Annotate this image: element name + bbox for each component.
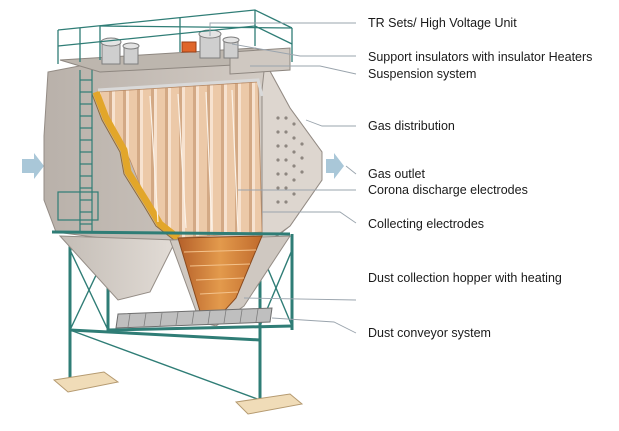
casing-right-side [261, 60, 323, 247]
foundation-pad-left [52, 371, 120, 393]
leader-tr-sets [209, 22, 356, 36]
cut-edge [91, 93, 175, 241]
label-gas-outlet: Gas outlet [368, 167, 425, 181]
hopper-heating-coils [183, 249, 257, 295]
gas-outlet-arrow [326, 153, 344, 179]
left-hopper [58, 235, 177, 301]
roof-box [229, 47, 291, 75]
leader-hopper [243, 297, 357, 301]
label-tr-sets: TR Sets/ High Voltage Unit [368, 16, 517, 30]
casing-insulation-layer [92, 90, 181, 241]
leader-gas-distribution [305, 119, 356, 127]
leader-suspension [250, 65, 357, 75]
ladder-platform [57, 191, 99, 221]
leader-conveyor [271, 317, 357, 334]
dust-conveyor [115, 307, 273, 329]
leader-gas-outlet [345, 165, 357, 175]
top-handrail [57, 9, 293, 64]
conveyor-grating [127, 308, 259, 328]
leader-collecting [262, 211, 357, 224]
access-ladder [79, 70, 93, 232]
label-collecting-electrodes: Collecting electrodes [368, 217, 485, 231]
label-dust-collection-hopper: Dust collection hopper with heating [368, 271, 562, 285]
label-gas-distribution: Gas distribution [368, 119, 455, 133]
label-support-insulators: Support insulators with insulator Heater… [368, 50, 593, 64]
leader-support-insulators [231, 43, 356, 57]
gas-outlet-perforations [276, 116, 304, 204]
electrode-support-frame [97, 78, 264, 97]
corona-discharge-wires [149, 89, 239, 233]
label-dust-conveyor-system: Dust conveyor system [368, 326, 491, 340]
label-suspension-system: Suspension system [368, 67, 477, 81]
label-corona-discharge-electrodes: Corona discharge electrodes [368, 183, 528, 197]
gas-inlet-arrow [22, 153, 44, 179]
leader-lines [209, 22, 357, 334]
foundation-pad-right [234, 393, 304, 415]
